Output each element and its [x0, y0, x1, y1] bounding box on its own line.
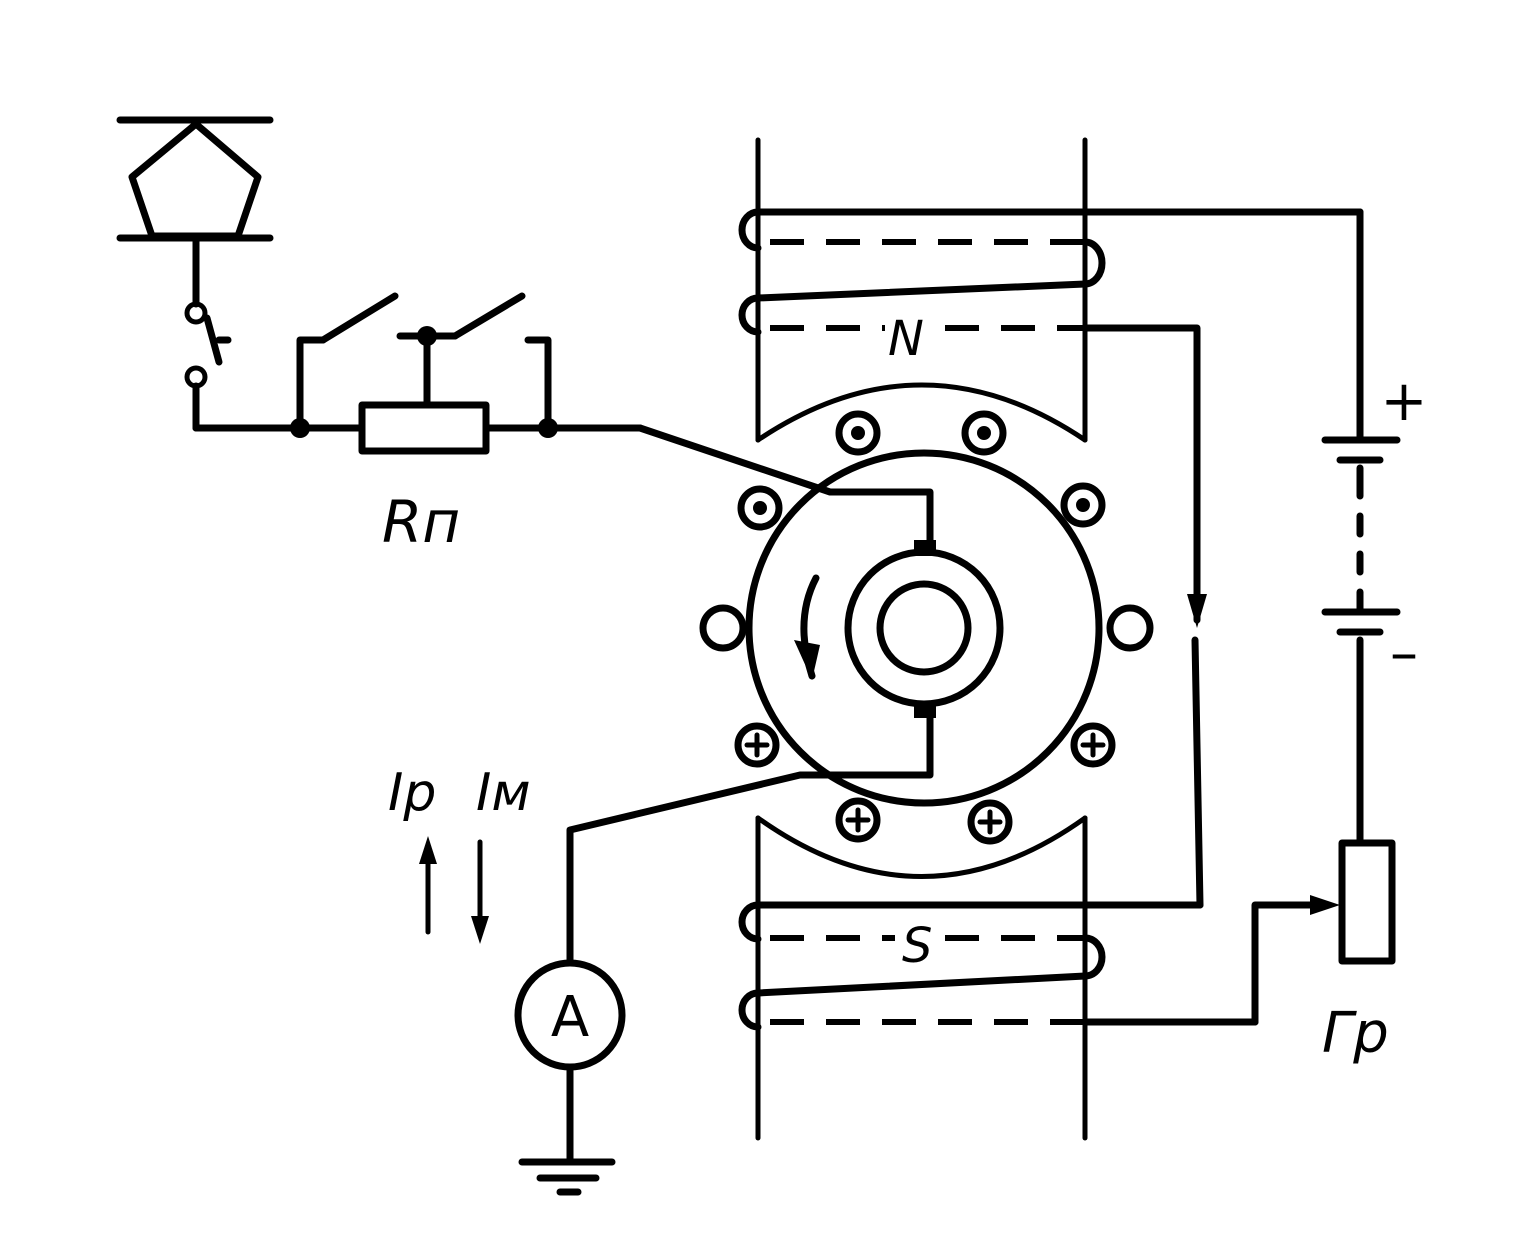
current-ip-label: Iр — [388, 763, 436, 823]
commutator-outer — [844, 548, 1004, 708]
conductor-dot-icon — [835, 410, 881, 456]
conductor-slots — [699, 410, 1154, 845]
armature — [745, 449, 1103, 807]
conductor-empty-icon — [699, 604, 747, 652]
battery-plus-label: + — [1381, 369, 1428, 434]
ammeter: A — [514, 959, 626, 1166]
pole-north: N — [738, 137, 1364, 443]
resistor-label: Rп — [382, 488, 460, 556]
ammeter-label: A — [551, 985, 589, 1050]
push-button-contact — [184, 236, 304, 432]
lead-to-ammeter — [566, 714, 934, 966]
conductor-dot-icon — [1060, 482, 1106, 528]
conductor-plus-icon — [1070, 722, 1116, 768]
current-im-label: Iм — [476, 763, 531, 823]
conductor-dot-icon — [961, 410, 1007, 456]
field-connection-wire — [1081, 324, 1207, 909]
conductor-plus-icon — [734, 722, 780, 768]
current-indicators: Iр Iм — [388, 763, 531, 944]
resistor-rp — [358, 401, 490, 455]
bottom-brush — [914, 702, 936, 718]
conductor-empty-icon — [1106, 604, 1154, 652]
commutator-inner — [876, 580, 972, 676]
top-brush — [914, 540, 936, 556]
switch-resistor-network: Rп — [290, 292, 644, 556]
south-label: S — [902, 918, 932, 974]
pole-south: S — [738, 815, 1259, 1141]
rheostat-label: Гр — [1322, 1001, 1389, 1066]
battery-minus-label: – — [1390, 621, 1418, 686]
conductor-dot-icon — [737, 485, 783, 531]
pentagon-device — [116, 116, 274, 242]
rheostat: Гр — [1251, 839, 1396, 1066]
lead-to-top-brush — [636, 424, 934, 549]
battery: + – — [1321, 208, 1428, 847]
conductor-plus-icon — [835, 797, 881, 843]
armature-outer-circle — [745, 449, 1103, 807]
conductor-plus-icon — [967, 799, 1013, 845]
north-label: N — [888, 311, 924, 367]
ground-icon — [518, 1158, 616, 1196]
